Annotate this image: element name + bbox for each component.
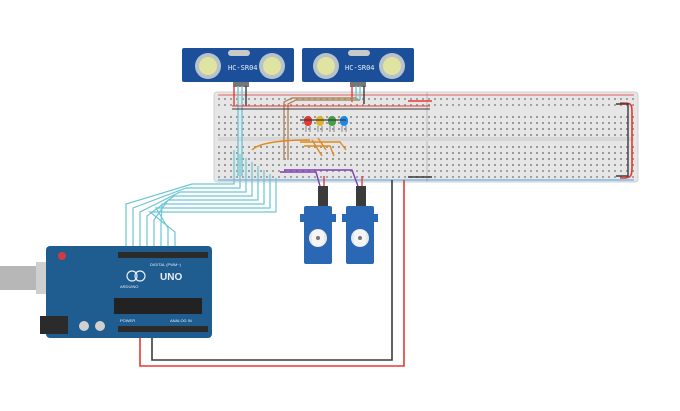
ultrasonic-sensor-2: HC-SR04 [302, 48, 414, 87]
analog-label: ANALOG IN [170, 318, 192, 323]
sensor-1-label: HC-SR04 [228, 64, 258, 72]
arduino-brand-label: ARDUINO [120, 284, 138, 289]
signal-wire [125, 150, 235, 254]
power-jack [40, 316, 68, 334]
atmega-chip [114, 298, 202, 314]
signal-wire [139, 158, 247, 254]
servo-2 [342, 186, 378, 264]
green-led-icon [328, 116, 336, 132]
reset-button [58, 252, 66, 260]
sensor-2-label: HC-SR04 [345, 64, 375, 72]
arduino-model-label: UNO [160, 272, 182, 283]
red-led-icon [304, 116, 312, 132]
yellow-led-icon [316, 116, 324, 132]
signal-wire [160, 170, 265, 254]
blue-led-icon [340, 116, 348, 132]
breadboard [213, 91, 639, 183]
signal-wire-bundle [125, 150, 277, 254]
signal-wire [153, 166, 259, 254]
digital-header [118, 252, 208, 258]
signal-wire [132, 154, 241, 254]
power-header [118, 326, 208, 332]
arduino-power-wires [139, 180, 405, 367]
arduino-uno-board: UNO ARDUINO DIGITAL (PWM~) POWER ANALOG … [0, 246, 212, 338]
signal-wire [146, 162, 253, 254]
led-resistor-wires [251, 119, 347, 157]
led-group [304, 116, 348, 132]
rail-bridge-wires [408, 100, 633, 179]
sensor-wires [232, 86, 430, 176]
signal-wire [148, 178, 277, 254]
power-label: POWER [120, 318, 135, 323]
digital-header-label: DIGITAL (PWM~) [150, 262, 182, 267]
signal-wire [154, 174, 271, 254]
servo-1 [300, 186, 336, 264]
servo-wires [280, 169, 363, 187]
ultrasonic-sensor-1: HC-SR04 [182, 48, 294, 87]
